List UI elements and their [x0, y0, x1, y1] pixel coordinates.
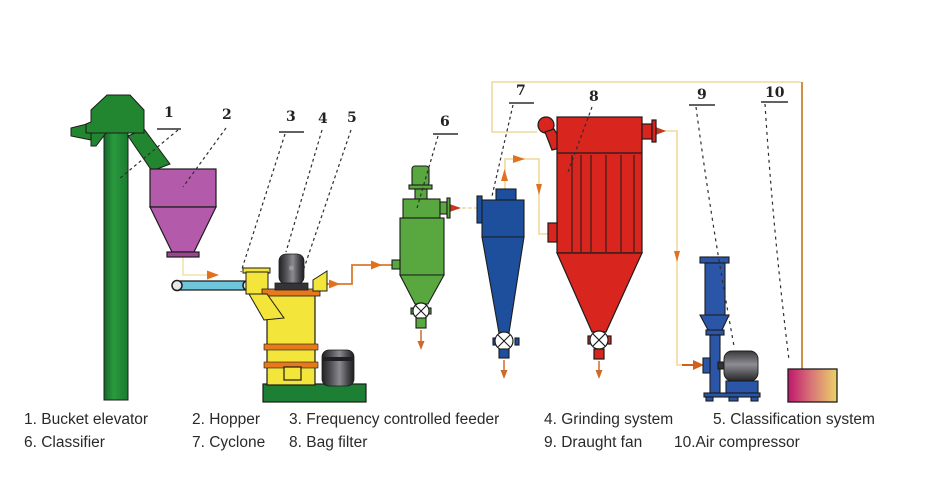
legend-item-classification-system: 5. Classification system [713, 411, 875, 428]
callout-7: 7 [516, 83, 526, 99]
callout-leaders [118, 101, 790, 361]
pipe-cyclone-to-bagfilter [501, 155, 550, 235]
callout-2: 2 [222, 107, 232, 123]
callout-5: 5 [347, 110, 357, 126]
classifier [391, 165, 451, 350]
legend-item-cyclone: 7. Cyclone [192, 434, 266, 451]
pipe-hopper-to-feeder [182, 257, 219, 280]
callout-10: 10 [765, 85, 785, 101]
callout-4: 4 [318, 111, 328, 127]
pipe-mill-to-classifier [326, 260, 394, 289]
legend-item-draught-fan: 9. Draught fan [544, 434, 643, 451]
pipe-classifier-to-cyclone [448, 203, 477, 213]
legend-item-classifier: 6. Classifier [24, 434, 105, 451]
frequency-controlled-feeder [171, 267, 271, 295]
legend-item-air-compressor: 10.Air compressor [674, 434, 800, 451]
callout-9: 9 [697, 87, 707, 103]
legend-item-bucket-elevator: 1. Bucket elevator [24, 411, 149, 428]
legend-item-grinding-system: 4. Grinding system [544, 411, 674, 428]
callout-1: 1 [164, 105, 174, 121]
callout-3: 3 [286, 109, 296, 125]
draught-fan [699, 256, 761, 402]
hopper [149, 168, 217, 258]
pipe-compressed-air [491, 81, 803, 369]
bucket-elevator [70, 94, 171, 401]
pipe-bagfilter-to-fan [653, 126, 704, 370]
legend-item-hopper: 2. Hopper [192, 411, 261, 428]
callout-6: 6 [440, 114, 450, 130]
bag-filter [537, 116, 657, 379]
legend-item-frequency-feeder: 3. Frequency controlled feeder [289, 411, 500, 428]
legend-item-bag-filter: 8. Bag filter [289, 434, 368, 451]
callout-8: 8 [589, 89, 599, 105]
grinding-mill [248, 253, 367, 403]
aux-motor [321, 349, 355, 387]
air-compressor [787, 368, 838, 403]
cyclone [476, 188, 525, 379]
fan-motor [723, 350, 759, 382]
